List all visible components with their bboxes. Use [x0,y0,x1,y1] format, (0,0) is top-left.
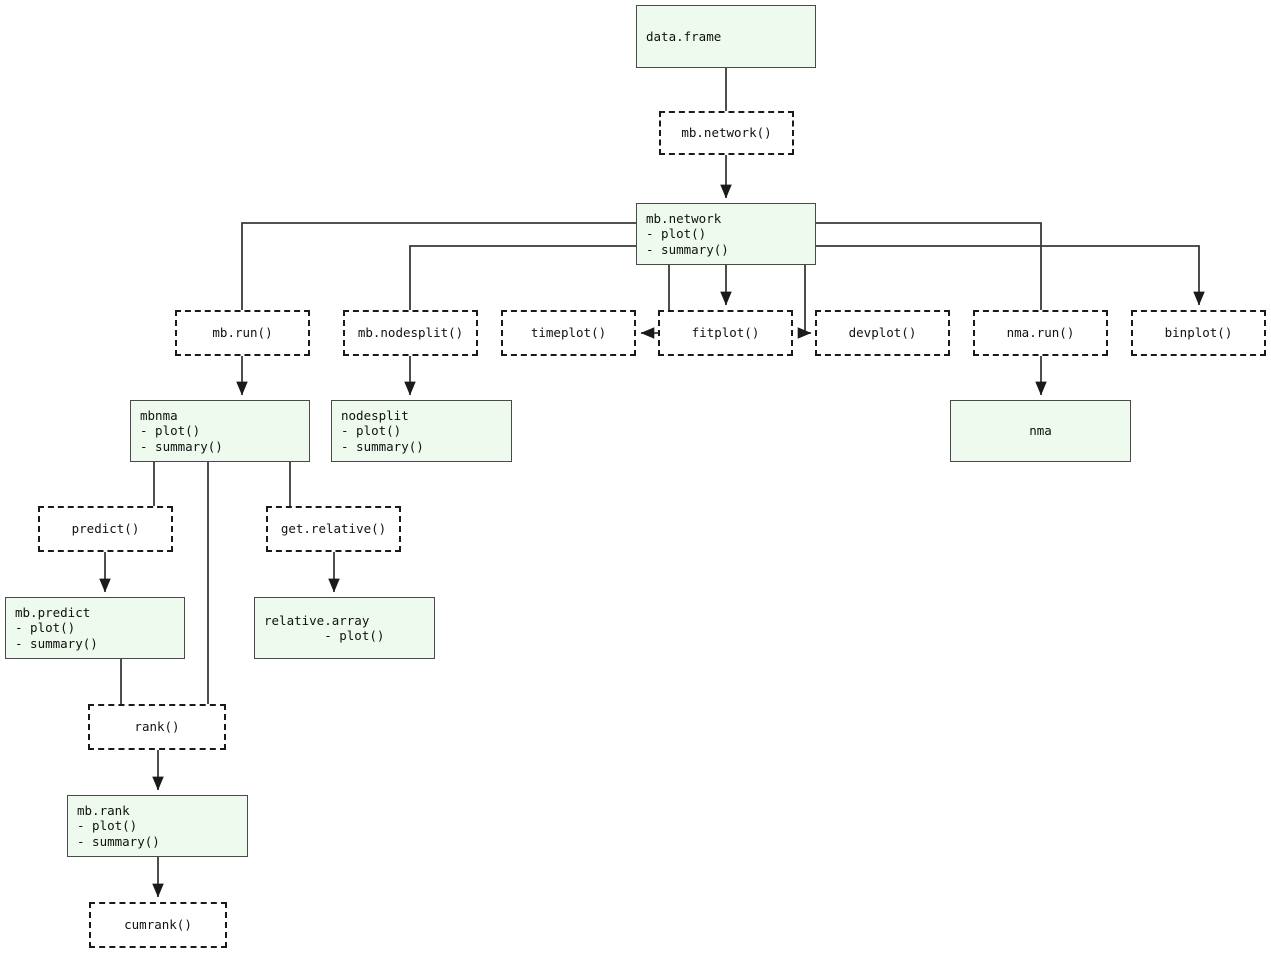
node-label-line: mb.network [646,210,722,226]
node-rank-fn[interactable]: rank() [88,704,226,750]
node-label-line: - summary() [77,833,160,849]
node-label-line: - plot() [77,818,138,834]
node-label-line: predict() [71,521,140,537]
node-label-line: nma [1029,423,1052,439]
node-label-line: get.relative() [280,521,387,537]
node-label-line: mbnma [140,407,178,423]
node-label-line: fitplot() [691,325,760,341]
node-label-line: nma.run() [1006,325,1075,341]
node-predict-fn[interactable]: predict() [38,506,173,552]
node-label-line: mb.nodesplit() [357,325,464,341]
node-label-line: rank() [134,719,180,735]
node-label-line: - summary() [341,438,424,454]
node-label-line: - summary() [140,438,223,454]
node-label-line: - summary() [15,635,98,651]
node-get-relative-fn[interactable]: get.relative() [266,506,401,552]
node-label-line: - plot() [264,628,385,643]
node-label-line: relative.array [264,612,370,628]
edge-mbnetwork-to-mbrun [241,222,636,310]
edge-mbnetwork-to-mbnodesplit [409,245,636,310]
node-mb-predict-obj[interactable]: mb.predict- plot()- summary() [5,597,185,659]
node-nma-obj[interactable]: nma [950,400,1131,462]
node-label-line: - plot() [15,620,76,636]
node-label-line: mb.run() [212,325,273,341]
node-label-line: binplot() [1164,325,1233,341]
edge-mbnetwork-to-devplot [797,265,812,339]
node-timeplot-fn[interactable]: timeplot() [501,310,636,356]
node-nodesplit-obj[interactable]: nodesplit- plot()- summary() [331,400,512,462]
node-mb-network-obj[interactable]: mb.network- plot()- summary() [636,203,816,265]
node-devplot-fn[interactable]: devplot() [815,310,950,356]
node-data-frame[interactable]: data.frame [636,5,816,68]
node-mbnma-obj[interactable]: mbnma- plot()- summary() [130,400,310,462]
node-mb-rank-obj[interactable]: mb.rank- plot()- summary() [67,795,248,857]
node-label-line: - plot() [341,423,402,439]
node-label-line: - plot() [646,226,707,242]
node-label-line: - summary() [646,241,729,257]
edge-mbnetwork-to-binplot [816,245,1205,306]
node-label-line: - plot() [140,423,201,439]
node-fitplot-fn[interactable]: fitplot() [658,310,793,356]
edge-group [99,68,1205,898]
node-label-line: timeplot() [530,325,607,341]
node-binplot-fn[interactable]: binplot() [1131,310,1266,356]
node-mb-nodesplit-fn[interactable]: mb.nodesplit() [343,310,478,356]
node-mb-network-fn[interactable]: mb.network() [659,111,794,155]
node-relative-array-obj[interactable]: relative.array - plot() [254,597,435,659]
node-label-line: mb.rank [77,802,130,818]
node-nma-run-fn[interactable]: nma.run() [973,310,1108,356]
node-label-line: data.frame [646,28,722,44]
node-label-line: nodesplit [341,407,409,423]
node-cumrank-fn[interactable]: cumrank() [89,902,227,948]
node-label-line: mb.predict [15,604,91,620]
edge-mbnetwork-to-nmarun [816,222,1042,310]
node-label-line: devplot() [848,325,917,341]
node-mb-run-fn[interactable]: mb.run() [175,310,310,356]
node-label-line: cumrank() [124,917,192,933]
node-label-line: mb.network() [681,125,772,141]
